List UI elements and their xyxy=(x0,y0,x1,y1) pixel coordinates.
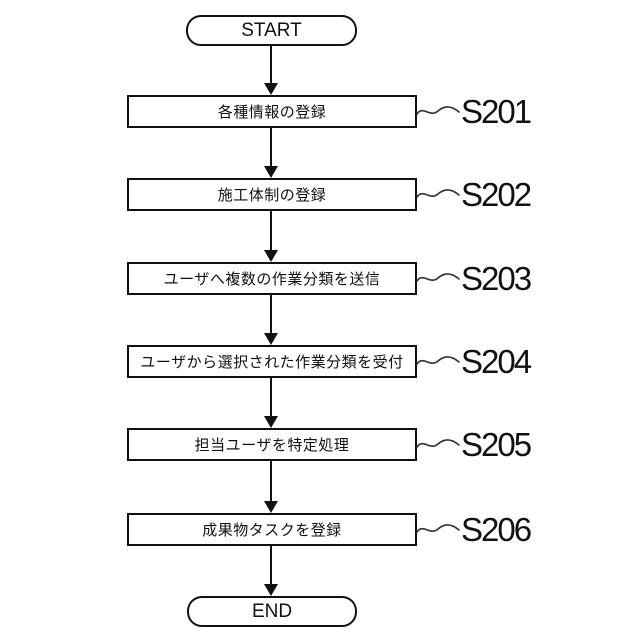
process-label: 施工体制の登録 xyxy=(217,187,327,204)
arrow-head-icon xyxy=(264,416,278,428)
arrow-shaft xyxy=(269,46,273,85)
reference-squiggle-icon xyxy=(416,524,460,533)
arrow-shaft xyxy=(269,378,273,418)
flow-arrow xyxy=(264,211,278,262)
step-id-label: S204 xyxy=(461,343,532,380)
process-box-s203: ユーザへ複数の作業分類を送信 xyxy=(127,262,417,295)
arrow-head-icon xyxy=(264,83,278,95)
flow-arrow xyxy=(264,546,278,596)
step-id-label: S201 xyxy=(461,93,532,130)
flow-arrow xyxy=(264,461,278,513)
step-id-label: S203 xyxy=(461,260,532,297)
reference-squiggle-icon xyxy=(416,439,460,448)
arrow-head-icon xyxy=(264,584,278,596)
arrow-shaft xyxy=(269,295,273,335)
arrow-shaft xyxy=(269,211,273,252)
process-box-s204: ユーザから選択された作業分類を受付 xyxy=(127,345,417,378)
end-terminal: END xyxy=(187,596,357,627)
start-label: START xyxy=(241,19,302,41)
reference-squiggle-icon xyxy=(416,273,460,282)
process-label: 成果物タスクを登録 xyxy=(202,522,342,539)
flow-arrow xyxy=(264,46,278,95)
reference-squiggle-icon xyxy=(416,106,460,115)
flow-arrow xyxy=(264,295,278,345)
arrow-head-icon xyxy=(264,166,278,178)
process-box-s206: 成果物タスクを登録 xyxy=(127,513,417,546)
flow-arrow xyxy=(264,128,278,178)
start-terminal: START xyxy=(186,15,357,46)
flow-arrow xyxy=(264,378,278,428)
step-id-label: S202 xyxy=(461,176,532,213)
process-label: ユーザから選択された作業分類を受付 xyxy=(140,354,404,371)
arrow-head-icon xyxy=(264,250,278,262)
reference-squiggle-icon xyxy=(416,189,460,198)
step-id-label: S205 xyxy=(461,426,532,463)
process-box-s205: 担当ユーザを特定処理 xyxy=(127,428,417,461)
arrow-shaft xyxy=(269,128,273,168)
step-id-label: S206 xyxy=(461,511,532,548)
arrow-head-icon xyxy=(264,333,278,345)
arrow-shaft xyxy=(269,461,273,503)
arrow-head-icon xyxy=(264,501,278,513)
end-label: END xyxy=(251,600,293,622)
process-box-s202: 施工体制の登録 xyxy=(127,178,417,211)
process-label: ユーザへ複数の作業分類を送信 xyxy=(163,271,381,288)
process-label: 担当ユーザを特定処理 xyxy=(194,437,350,454)
arrow-shaft xyxy=(269,546,273,586)
process-box-s201: 各種情報の登録 xyxy=(127,95,417,128)
process-label: 各種情報の登録 xyxy=(217,104,327,121)
reference-squiggle-icon xyxy=(416,356,460,365)
